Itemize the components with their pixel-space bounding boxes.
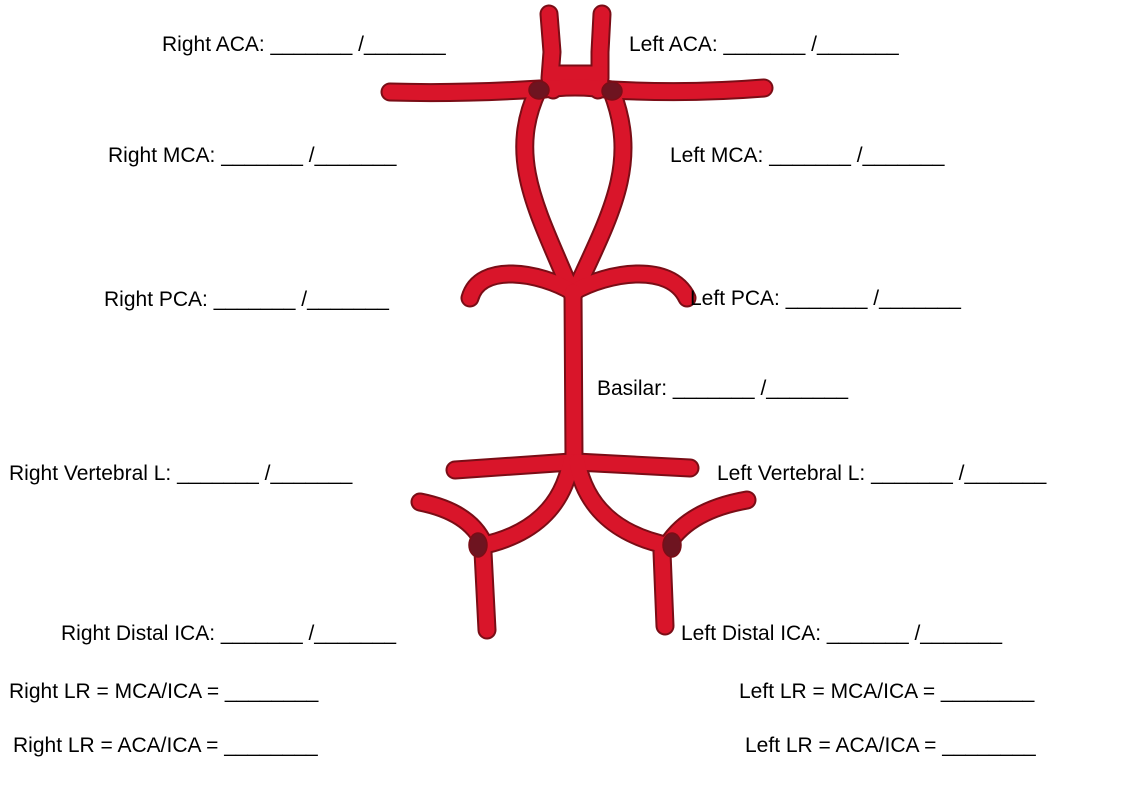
label-right-vertebral: Right Vertebral L: _______ /_______ [9,462,352,486]
label-right-distal-ica: Right Distal ICA: _______ /_______ [61,622,396,646]
label-left-lr-aca: Left LR = ACA/ICA = ________ [745,734,1036,758]
right-ica-junction [469,533,487,557]
right-distal-ica [483,552,487,630]
left-pca-vessel [573,274,687,298]
label-left-aca: Left ACA: _______ /_______ [629,33,899,57]
right-aca-junction [529,81,549,99]
label-left-vertebral: Left Vertebral L: _______ /_______ [717,462,1046,486]
label-left-distal-ica: Left Distal ICA: _______ /_______ [681,622,1002,646]
left-mca-vessel [612,88,764,92]
right-mca-vessel [390,89,540,93]
left-ica-junction [663,533,681,557]
label-right-mca: Right MCA: _______ /_______ [108,144,396,168]
left-pcomm [573,92,623,296]
right-pcomm [525,90,573,296]
left-aca-junction [602,82,622,100]
label-basilar: Basilar: _______ /_______ [597,377,848,401]
label-right-pca: Right PCA: _______ /_______ [104,288,389,312]
basilar-vessel [573,292,574,458]
right-vertebral-branch [455,462,571,470]
left-vertebral-branch [576,462,690,468]
label-left-pca: Left PCA: _______ /_______ [690,287,961,311]
label-left-mca: Left MCA: _______ /_______ [670,144,944,168]
left-distal-ica [662,552,665,626]
label-left-lr-mca: Left LR = MCA/ICA = ________ [739,680,1034,704]
label-right-lr-mca: Right LR = MCA/ICA = ________ [9,680,318,704]
label-right-lr-aca: Right LR = ACA/ICA = ________ [13,734,318,758]
label-right-aca: Right ACA: _______ /_______ [162,33,446,57]
